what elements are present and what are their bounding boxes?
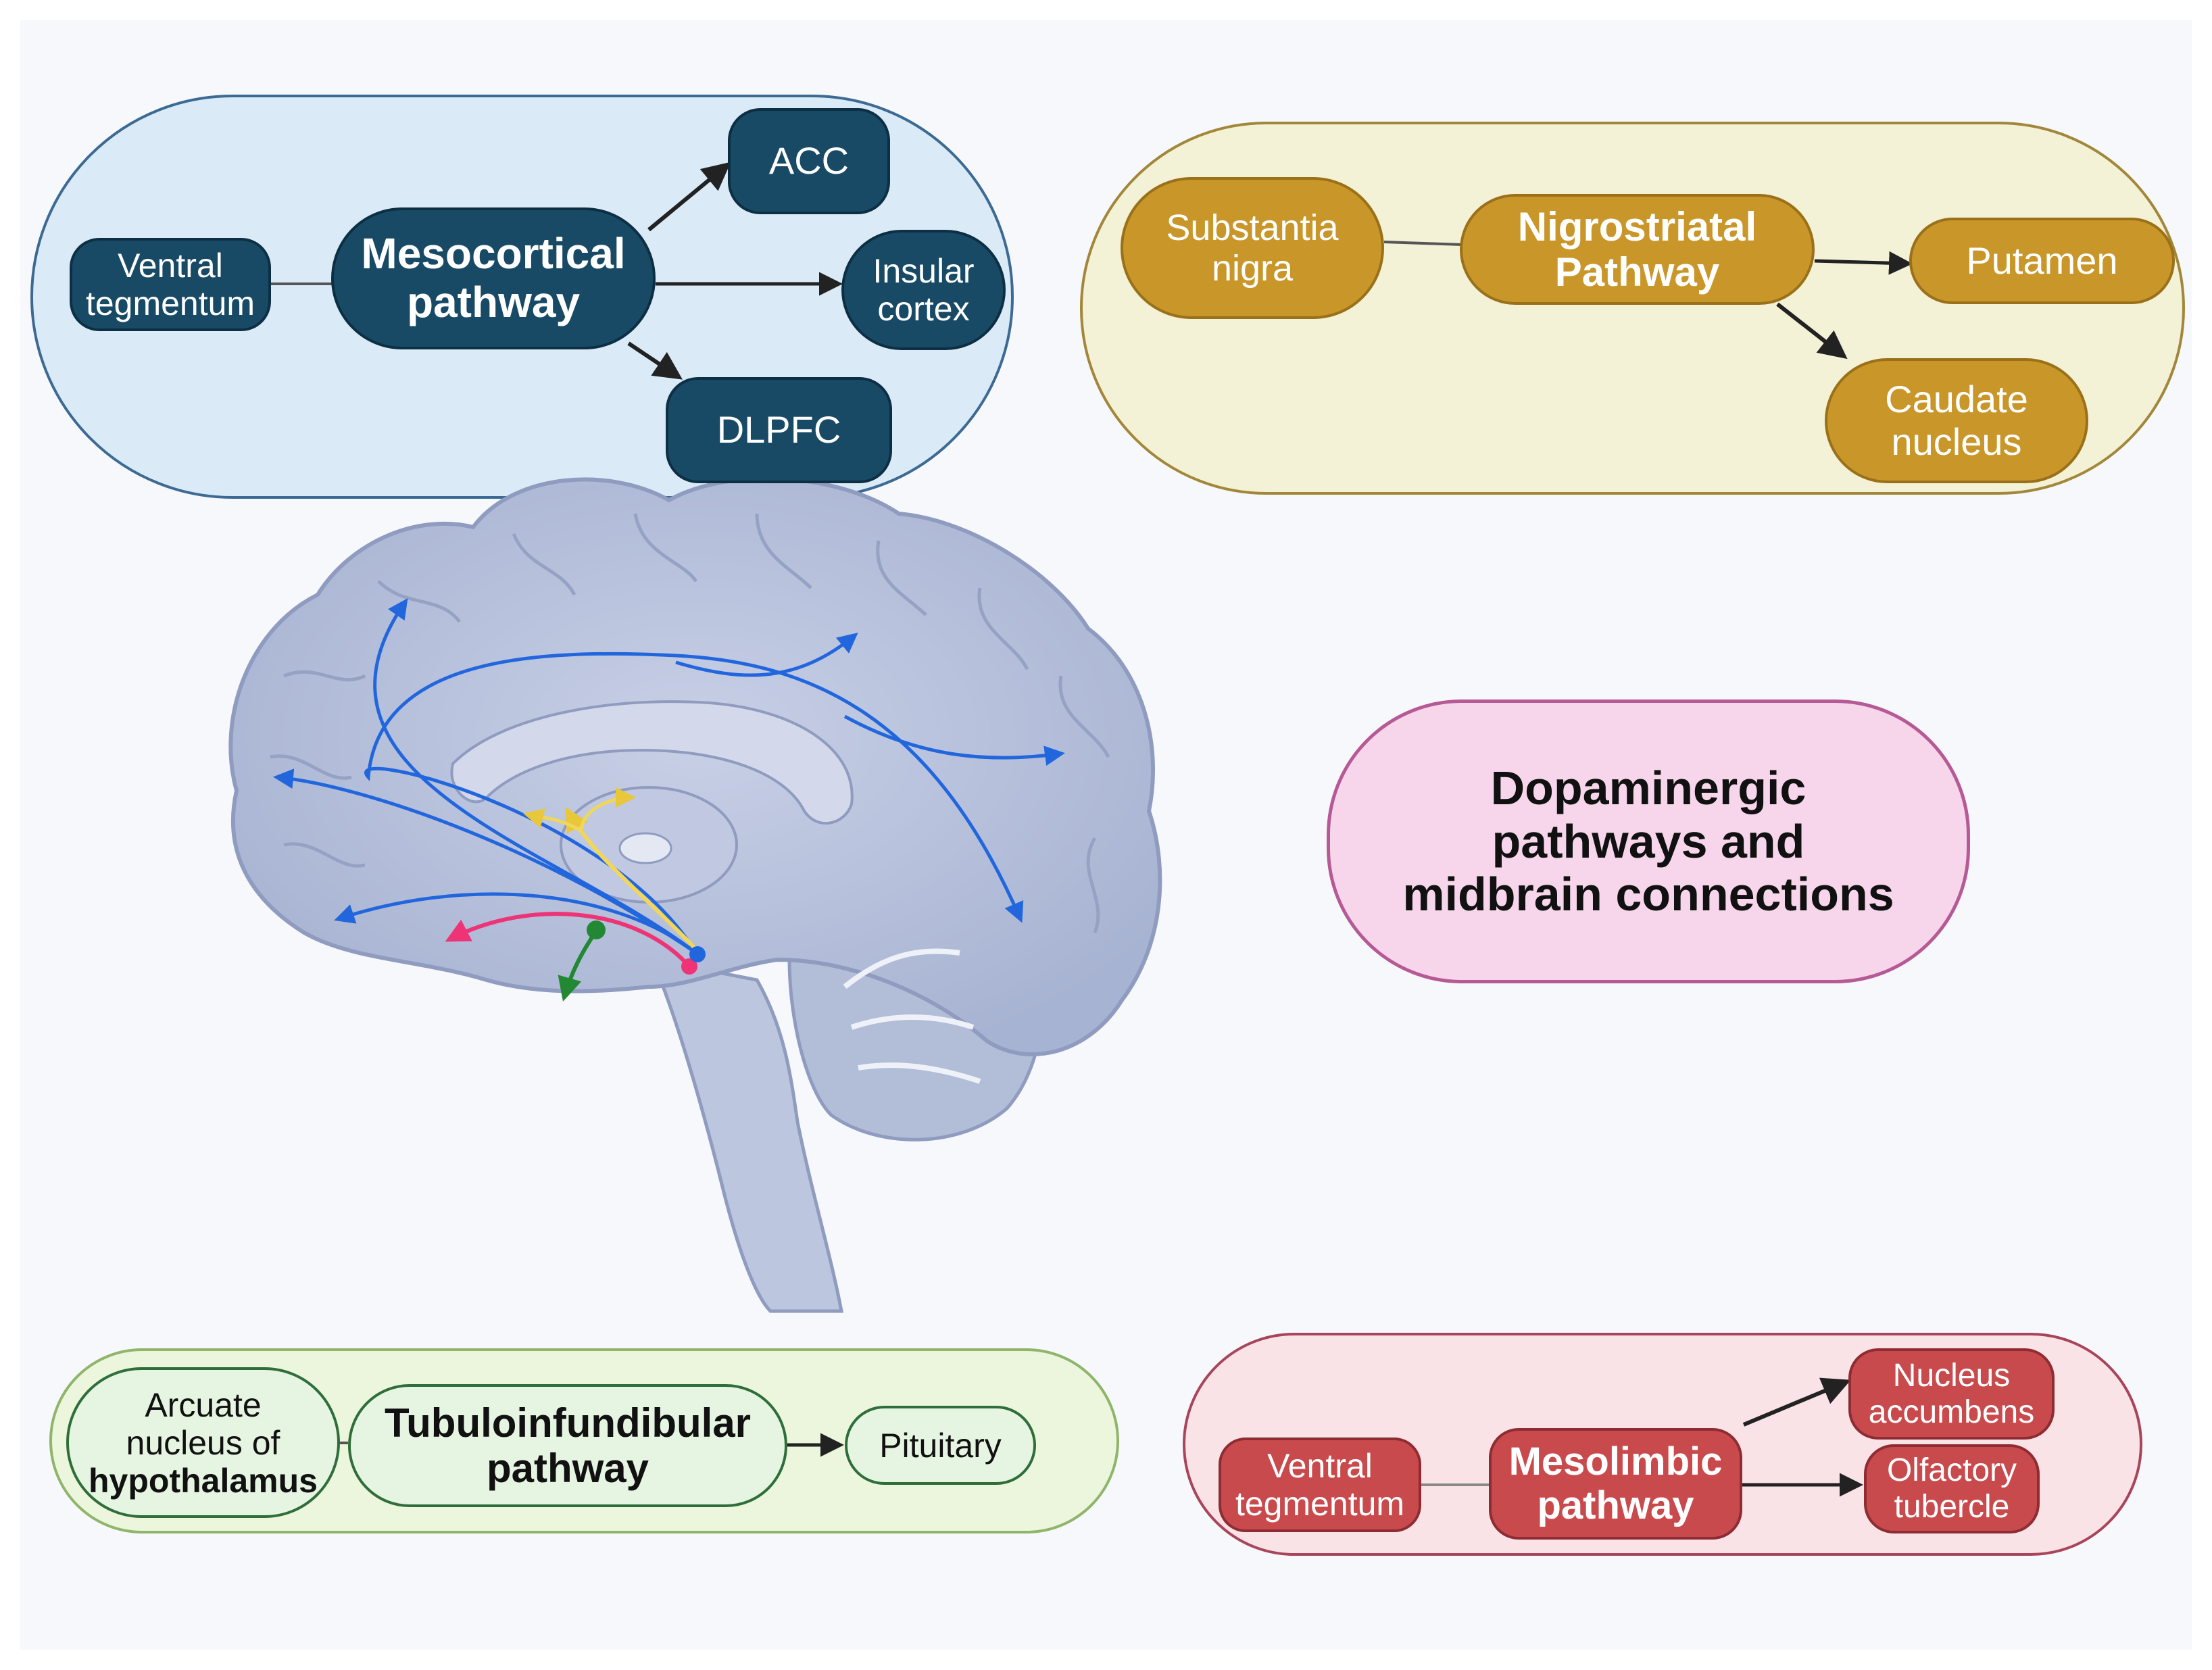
- mesolimbic-connectors: [1421, 1377, 1863, 1497]
- blue-pathway-curve-arc: [364, 652, 1024, 954]
- mesolimbic-source-line-2: tegmentum: [1235, 1485, 1405, 1523]
- nigrostriatal-hub-line-2: Pathway: [1554, 249, 1720, 295]
- arcuate-line-2: nucleus of: [126, 1423, 280, 1462]
- accumbens-line-1: Nucleus: [1892, 1357, 2011, 1394]
- mesolimbic-hub-line-1: Mesolimbic: [1508, 1439, 1723, 1483]
- brain-pathway-curves: [273, 598, 1065, 1002]
- blue-pathway-curve-occipital: [843, 714, 1065, 766]
- mesocortical-hub-line-1: Mesocortical: [361, 229, 626, 278]
- acc-label: ACC: [768, 139, 850, 182]
- substantia-line-2: nigra: [1211, 248, 1294, 289]
- pink-pathway-origin-dot: [681, 958, 697, 975]
- mesolimbic-hub-line-2: pathway: [1537, 1483, 1694, 1527]
- substantia-line-1: Substantia: [1166, 207, 1339, 248]
- pituitary-label: Pituitary: [879, 1426, 1002, 1465]
- tubulo-hub-line-1: Tubuloinfundibular: [384, 1400, 752, 1446]
- olfactory-line-2: tubercle: [1894, 1489, 2010, 1525]
- brainstem-shape: [649, 957, 844, 1313]
- blue-pathway-curve-lower: [334, 892, 697, 954]
- corpus-callosum-shape: [450, 700, 854, 825]
- green-pathway-origin-dot: [587, 920, 606, 939]
- dlpfc-label: DLPFC: [716, 408, 841, 451]
- tuberoinfundibular-connectors: [339, 1433, 844, 1457]
- putamen-label: Putamen: [1966, 239, 2118, 282]
- mesolimbic-source-line-1: Ventral: [1267, 1447, 1373, 1485]
- nigrostriatal-hub-line-1: Nigrostriatal: [1517, 203, 1757, 249]
- tubulo-hub-line-2: pathway: [486, 1446, 649, 1491]
- mesocortical-source-line-1: Ventral: [118, 247, 223, 285]
- mesocortical-hub-line-2: pathway: [406, 278, 581, 326]
- dlpfc-node: DLPFC: [666, 377, 892, 483]
- mesocortical-connectors: [270, 162, 843, 380]
- arcuate-line-1: Arcuate: [145, 1385, 262, 1424]
- blue-pathway-curve-frontal: [273, 768, 697, 955]
- pink-pathway-curve: [445, 912, 691, 968]
- title-line-1: Dopaminergic: [1490, 762, 1807, 815]
- pituitary-node: Pituitary: [845, 1406, 1036, 1485]
- putamen-node: Putamen: [1909, 218, 2175, 304]
- mesocortical-source-line-2: tegmentum: [85, 285, 255, 322]
- cerebrum-shape: [228, 476, 1162, 1056]
- insular-line-1: Insular: [872, 252, 975, 290]
- arcuate-line-3: hypothalamus: [89, 1461, 318, 1500]
- accumbens-line-2: accumbens: [1868, 1394, 2035, 1430]
- title-line-2: pathways and: [1492, 814, 1805, 868]
- brain-illustration-icon: [228, 476, 1162, 1313]
- acc-node: ACC: [728, 108, 890, 214]
- blue-pathway-origin-dot: [689, 946, 706, 962]
- nigrostriatal-connectors: [1383, 241, 1913, 360]
- title-line-3: midbrain connections: [1402, 868, 1894, 921]
- olfactory-line-1: Olfactory: [1886, 1452, 2017, 1489]
- caudate-line-1: Caudate: [1885, 377, 2028, 420]
- insular-line-2: cortex: [877, 290, 970, 328]
- caudate-line-2: nucleus: [1891, 420, 2022, 463]
- blue-pathway-curve-parietal: [675, 633, 858, 677]
